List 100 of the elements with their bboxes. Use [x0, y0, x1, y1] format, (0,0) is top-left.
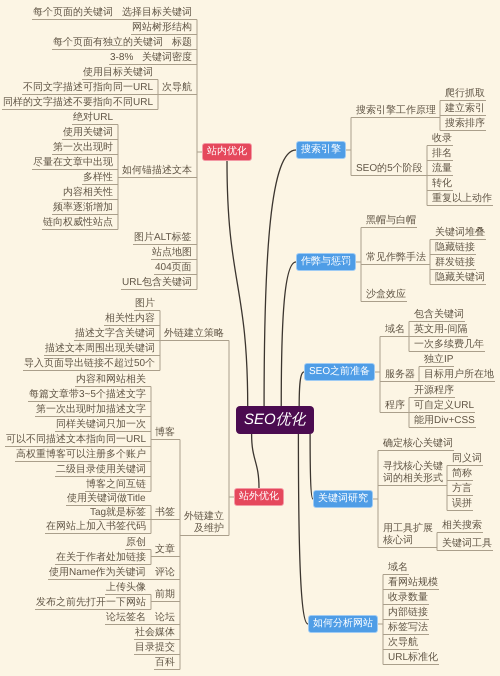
connector-line [146, 624, 154, 625]
branch-label: 一次多续费几年 [413, 339, 485, 352]
branch-label: 相关性内容 [104, 313, 156, 326]
connector-line [146, 491, 152, 492]
branch-label: 目标用户所在地 [423, 369, 495, 382]
branch-label: 书签 [154, 507, 176, 520]
branch-curve [250, 434, 260, 488]
branch-label: URL包含关键词 [121, 277, 194, 290]
connector-line [408, 397, 414, 398]
branch-label: 关键词密度 [141, 52, 193, 65]
connector-line [418, 366, 424, 367]
connector-line [440, 130, 444, 131]
branch-label: 博客 [154, 427, 176, 440]
branch-label: 高权重博客可以注册多个账户 [15, 449, 147, 462]
connector-line [446, 480, 452, 481]
connector-line [146, 594, 152, 595]
branch-label: 发布之前先打开一下网站 [35, 597, 147, 610]
connector-line [192, 289, 198, 290]
branch-label: 如何锚描述文本 [121, 165, 193, 178]
branch-label: 沙盒效应 [365, 289, 407, 302]
topic-box: 搜索引擎 [296, 141, 346, 159]
bracket-line [150, 549, 154, 565]
bracket-line [374, 336, 380, 413]
connector-line [154, 94, 158, 95]
connector-line [418, 381, 424, 382]
connector-line [192, 274, 198, 275]
connector-line [382, 589, 388, 590]
connector-line [382, 649, 388, 650]
topic-box: 如何分析网站 [308, 615, 378, 633]
branch-label: 可以不同描述文本指向同一URL [5, 434, 148, 447]
branch-label: 内容相关性 [62, 187, 114, 200]
branch-label: 内容和网站相关 [75, 374, 147, 387]
branch-curve [309, 434, 314, 500]
connector-line [360, 264, 366, 265]
branch-label: 博客之间互链 [85, 479, 147, 492]
connector-line [146, 549, 152, 550]
bracket-line [180, 439, 184, 670]
branch-label: 原创 [125, 537, 147, 550]
connector-line [192, 19, 198, 20]
connector-line [436, 550, 442, 551]
branch-label: 收录 [431, 133, 453, 146]
branch-label: 开源程序 [413, 385, 455, 398]
branch-label: 包含关键词 [413, 309, 465, 322]
connector-line [408, 427, 414, 428]
branch-label: 转化 [431, 178, 453, 191]
branch-label: 每个页面的关键词 [32, 7, 114, 20]
connector-line [146, 505, 152, 506]
bracket-line [424, 145, 428, 206]
bracket-line [356, 227, 362, 302]
branch-label: 站点地图 [151, 247, 193, 260]
connector-line [378, 485, 382, 486]
connector-line [426, 190, 432, 191]
central-topic-box: SEO优化 [236, 406, 314, 434]
connector-line [350, 175, 356, 176]
bracket-line [434, 532, 438, 551]
branch-label: 每个页面有独立的关键词 [52, 37, 164, 50]
connector-line [146, 446, 152, 447]
branch-label: 社会媒体 [134, 627, 176, 640]
connector-line [156, 370, 160, 371]
connector-line [378, 547, 382, 548]
connector-line [154, 109, 158, 110]
connector-line [114, 169, 118, 170]
topic-box: 作弊与惩罚 [296, 253, 356, 271]
branch-label: 第一次出现时加描述文字 [35, 404, 147, 417]
connector-line [192, 177, 198, 178]
connector-line [426, 160, 432, 161]
branch-label: 网站树形结构 [131, 22, 193, 35]
topic-box: SEO之前准备 [304, 363, 376, 381]
connector-line [176, 639, 180, 640]
connector-line [408, 321, 414, 322]
branch-label: 隐藏链接 [434, 242, 476, 255]
connector-line [378, 450, 382, 451]
branch-label: 3-8% [109, 52, 134, 65]
branch-label: 流量 [431, 163, 453, 176]
branch-label: 在关于作者处加链接 [55, 552, 147, 565]
connector-line [156, 325, 160, 326]
branch-label: 简称 [451, 468, 473, 481]
branch-label: 关键词堆叠 [434, 227, 486, 240]
branch-label: 排名 [431, 148, 453, 161]
connector-line [114, 184, 118, 185]
connector-line [146, 461, 152, 462]
bracket-line [158, 79, 162, 110]
branch-label: 常见作弊手法 [365, 252, 427, 265]
branch-label: 第一次出现时 [52, 142, 114, 155]
branch-label: 同样的文字描述不要指向不同URL [2, 97, 154, 110]
connector-line [192, 64, 198, 65]
connector-line [440, 100, 444, 101]
connector-line [114, 229, 118, 230]
branch-label: 标签写法 [387, 622, 429, 635]
branch-label: 外链建立策略 [163, 328, 225, 341]
bracket-line [150, 505, 154, 534]
branch-label: 导入页面导出链接不超过50个 [23, 358, 156, 371]
bracket-line [160, 310, 164, 371]
connector-line [156, 355, 160, 356]
branch-label: 频率逐渐增加 [52, 202, 114, 215]
connector-line [192, 259, 198, 260]
branch-label: 描述文本周围出现关键词 [44, 343, 156, 356]
branch-label: 图片ALT标签 [133, 232, 193, 245]
bracket-line [372, 450, 378, 548]
branch-label: 次导航 [387, 637, 419, 650]
